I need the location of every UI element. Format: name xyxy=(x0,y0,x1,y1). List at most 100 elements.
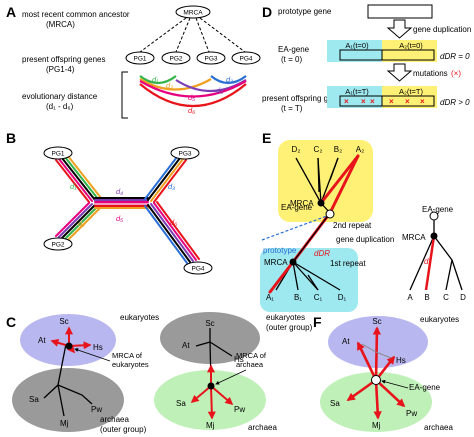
mrca-archaea-label-1: MRCA of xyxy=(236,351,267,360)
taxon-sa-f: Sa xyxy=(330,399,340,408)
mrca-archaea-node xyxy=(207,382,215,390)
tT-label: (t = T) xyxy=(281,104,303,113)
a1-box-t0 xyxy=(327,40,382,62)
ea-gene-outline-t0 xyxy=(339,49,435,61)
small-tree-d-label: d xyxy=(424,257,429,266)
small-tree-ea-gene-label: EA-gene xyxy=(422,205,454,214)
d4-label-b: d₄ xyxy=(116,187,123,196)
small-leaf-a: A xyxy=(407,293,413,302)
panel-b: B xyxy=(6,130,213,275)
distance-abbreviation: (d₁ - d₆) xyxy=(46,102,74,111)
taxon-sa-right: Sa xyxy=(176,399,186,408)
panel-a: A most recent common ancestor (MRCA) pre… xyxy=(6,4,261,119)
pg3-label-b: PG3 xyxy=(178,151,191,158)
taxon-at-left: At xyxy=(38,336,46,345)
taxon-sc-right: Sc xyxy=(205,319,214,328)
a2-t0-label: A₂(t=0) xyxy=(399,41,423,50)
d5-label-a: d₅ xyxy=(188,93,195,102)
small-leaf-c: C xyxy=(443,293,449,302)
panel-f-label: F xyxy=(313,314,322,330)
taxon-mj-left: Mj xyxy=(60,419,69,428)
pg1-label-a: PG1 xyxy=(133,56,146,63)
ea-gene-label-d: EA-gene xyxy=(278,45,310,54)
mrca-label-bottom: MRCA xyxy=(264,258,288,267)
mutations-label: mutations xyxy=(413,69,448,78)
arc-d1 xyxy=(139,75,177,85)
present-offspring-label-d: present offspring genes xyxy=(262,94,345,103)
mrca-node-top xyxy=(317,199,325,207)
mrca-eukaryotes-label-1: MRCA of xyxy=(112,351,143,360)
prototype-label-e: prototype xyxy=(263,246,297,255)
distance-arcs xyxy=(139,75,247,108)
small-tree-mrca-label: MRCA xyxy=(402,233,426,242)
top-subtree-branches xyxy=(295,157,339,204)
panel-a-label: A xyxy=(6,4,16,20)
distance-labels-a: d₁ d₂ d₃ d₄ d₅ d₆ xyxy=(152,75,233,115)
leaf-c1: C₁ xyxy=(314,293,323,302)
cross-2: × xyxy=(361,97,366,106)
a1-tT-label: A₁(t=T) xyxy=(345,87,369,96)
leaf-d1: D₁ xyxy=(338,293,347,302)
eukaryotes-label-f: eukaryotes xyxy=(420,315,459,324)
distance-bracket xyxy=(121,71,128,119)
taxon-sa-left: Sa xyxy=(29,395,39,404)
mrca-label-top: MRCA xyxy=(290,199,314,208)
leaf-b2: B₂ xyxy=(334,145,342,154)
leaf-b1: B₁ xyxy=(294,293,302,302)
pg-nodes-b: PG1 PG2 PG3 PG4 xyxy=(43,146,213,275)
cross-6: × xyxy=(420,97,425,106)
small-leaf-b: B xyxy=(424,293,429,302)
cross-1: × xyxy=(344,97,349,106)
gene-duplication-label-d: gene duplication xyxy=(413,25,471,34)
cross-4: × xyxy=(389,97,394,106)
pg2-label-a: PG2 xyxy=(169,56,182,63)
small-tree-mrca-node xyxy=(430,232,438,240)
panel-f: F eukaryotes archaea EA-gene Sc At Hs Sa… xyxy=(313,314,459,432)
panel-d: D prototype gene gene duplication EA-gen… xyxy=(262,4,471,113)
second-repeat-label: 2nd repeat xyxy=(333,221,372,230)
a2-box-tT xyxy=(382,86,437,108)
pg-nodes-a: PG1 PG2 PG3 PG4 xyxy=(125,51,261,65)
taxon-pw-f: Pw xyxy=(406,409,417,418)
second-repeat-box xyxy=(278,140,373,222)
mutation-crosses: × × × × × × xyxy=(344,97,425,106)
panel-b-label: B xyxy=(6,130,16,146)
leaf-a2: A₂ xyxy=(356,145,364,154)
mrca-node xyxy=(175,5,211,19)
taxon-mj-right: Mj xyxy=(206,421,215,430)
mrca-node-bottom xyxy=(289,258,297,266)
distance-definition: evolutionary distance xyxy=(22,92,98,101)
f-grey-branches xyxy=(361,343,392,359)
d1-label-b: d₁ xyxy=(70,182,77,191)
pg3-label-a: PG3 xyxy=(204,56,217,63)
arc-d6 xyxy=(139,83,247,108)
leaf-d2: D₂ xyxy=(292,145,301,154)
small-tree-branches xyxy=(409,218,463,291)
panel-e-label: E xyxy=(262,130,271,146)
mrca-eukaryotes-label-2: eukaryotes xyxy=(112,360,149,369)
small-tree-ea-node xyxy=(429,211,439,221)
outer-group-label-right: (outer group) xyxy=(266,323,313,332)
pg4-label-a: PG4 xyxy=(239,56,252,63)
mutation-arrow xyxy=(386,63,413,82)
d2-label-b: d₂ xyxy=(78,219,85,228)
leaf-a1: A₁ xyxy=(266,293,274,302)
pg2-label-b: PG2 xyxy=(51,242,64,249)
ddr-positive-label: dDR > 0 xyxy=(440,98,470,107)
archaea-label-left: archaea xyxy=(100,415,129,424)
taxon-hs-f: Hs xyxy=(396,356,406,365)
d3-label-b: d₃ xyxy=(168,182,175,191)
taxon-at-f: At xyxy=(342,337,350,346)
taxon-at-right: At xyxy=(182,341,190,350)
panel-e: E D₂ C₂ B₂ xyxy=(260,130,466,312)
cross-3: × xyxy=(370,97,375,106)
gene-duplication-node xyxy=(325,209,335,219)
arc-d3 xyxy=(210,75,247,85)
taxon-hs-right: Hs xyxy=(234,355,244,364)
distance-labels-b: d₁ d₂ d₃ d₄ d₅ d₆ xyxy=(70,182,177,228)
d6-label-b: d₆ xyxy=(170,218,177,227)
eukaryotes-label-left: eukaryotes xyxy=(120,313,159,322)
left-tree-branches xyxy=(43,343,93,417)
mrca-archaea-label-2: archaea xyxy=(236,360,264,369)
d6-label-a: d₆ xyxy=(188,106,195,115)
